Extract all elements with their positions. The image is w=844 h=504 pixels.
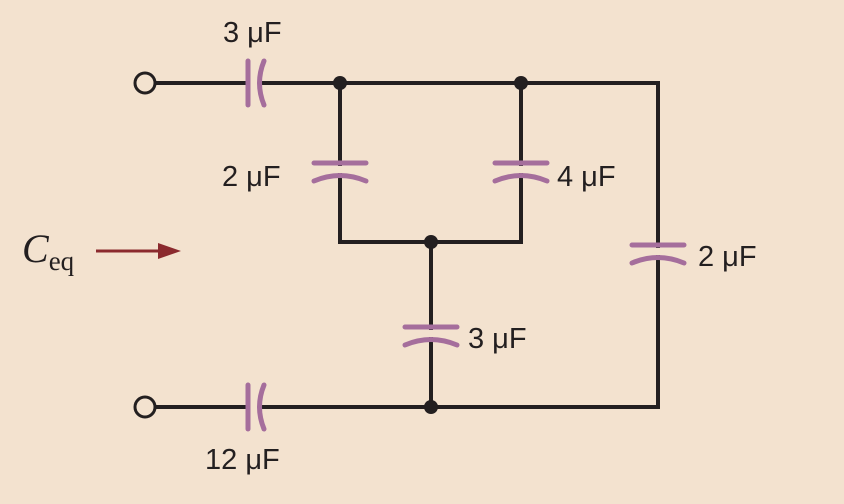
capacitor-left-mid-symbol <box>311 160 369 184</box>
capacitor-series-top-symbol <box>245 58 267 108</box>
ceq-subscript: eq <box>49 246 75 276</box>
label-right-mid: 4 μF <box>557 161 616 193</box>
equivalent-capacitance-label: Ceq <box>22 226 75 276</box>
input-terminal-bottom <box>133 395 157 419</box>
junction-node-top-left <box>333 76 347 90</box>
label-left-mid: 2 μF <box>222 161 281 193</box>
input-terminal-top <box>133 71 157 95</box>
label-bottom-mid: 3 μF <box>468 323 527 355</box>
junction-node-top-right <box>514 76 528 90</box>
capacitor-right-mid-symbol <box>492 160 550 184</box>
ceq-arrow-icon <box>96 243 181 259</box>
label-series-bottom: 12 μF <box>205 444 280 476</box>
label-series-top: 3 μF <box>223 17 282 49</box>
junction-node-middle <box>424 235 438 249</box>
ceq-symbol: C <box>22 226 50 271</box>
capacitor-far-right-symbol <box>629 242 687 266</box>
capacitor-bottom-mid-symbol <box>402 324 460 348</box>
junction-node-bottom <box>424 400 438 414</box>
label-far-right: 2 μF <box>698 241 757 273</box>
capacitor-series-bottom-symbol <box>245 382 267 432</box>
